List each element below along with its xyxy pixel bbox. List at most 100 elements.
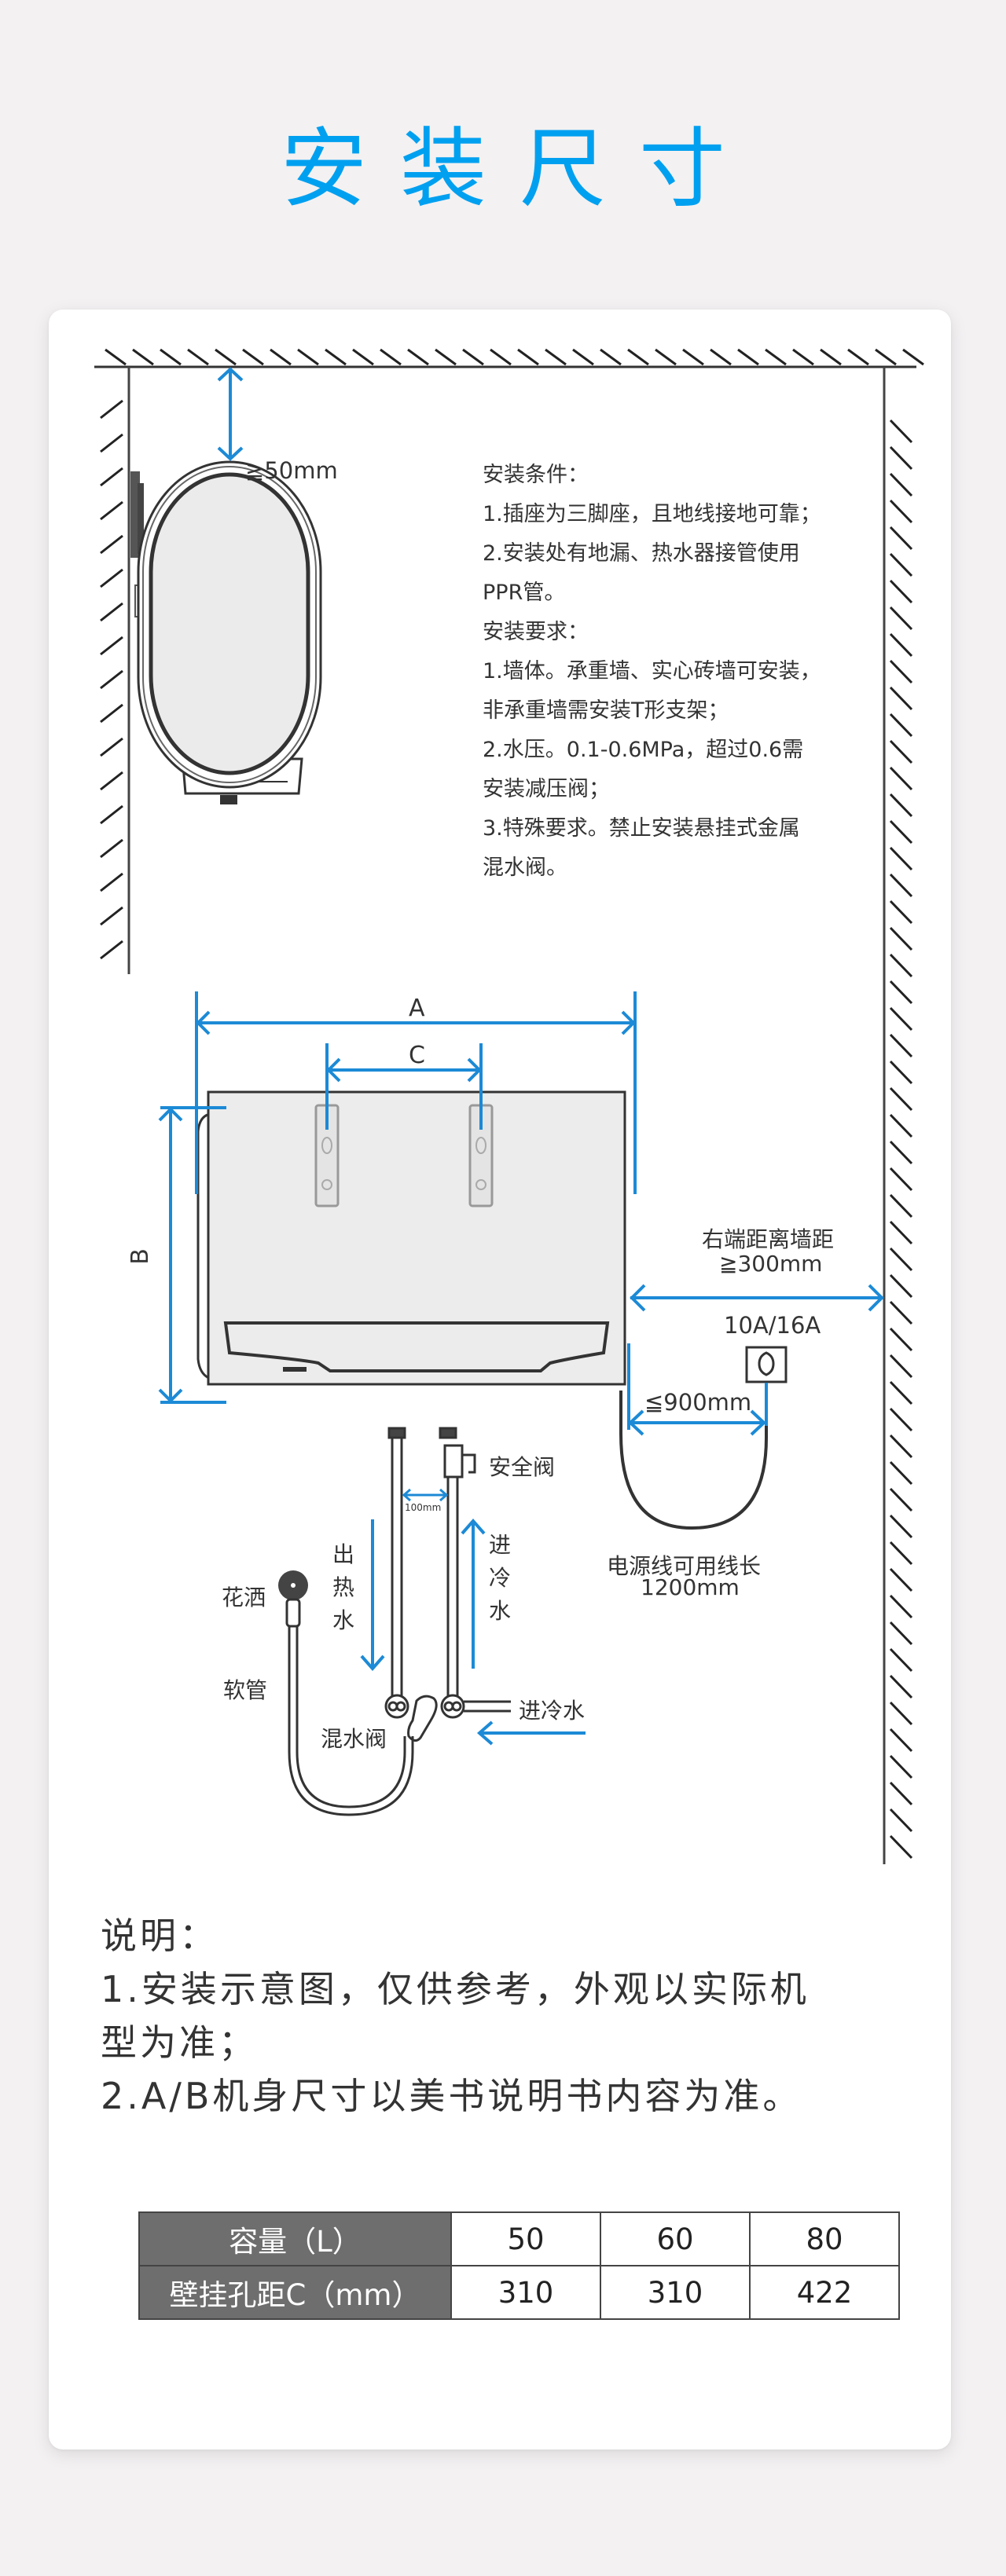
table-cell: 422 [749,2265,900,2320]
hatch-line [100,568,123,588]
install-notes: 安装条件： 1.插座为三脚座，且地线接地可靠； 2.安装处有地漏、热水器接管使用… [483,456,891,888]
pipe-spacing-label: 100mm [405,1502,442,1513]
explanation-line: 1.安装示意图，仅供参考，外观以实际机 [101,1968,810,2010]
explanation: 说明： 1.安装示意图，仅供参考，外观以实际机 型为准； 2.A/B机身尺寸以美… [101,1909,918,2123]
hatch-line [889,1113,913,1138]
shower-head-label: 花洒 [222,1585,266,1610]
hatch-line [889,1220,913,1245]
hatch-line [325,348,347,366]
requirement-item: 1.墙体。承重墙、实心砖墙可安装， [483,659,821,683]
dimension-a-label: A [409,995,425,1022]
hatch-line [889,1834,913,1860]
hatch-line [889,606,913,631]
hatch-line [490,348,512,366]
hatch-line [889,1327,913,1352]
hatch-line [242,348,264,366]
hatch-line [889,1781,913,1806]
hatch-line [600,348,622,366]
table-row: 壁挂孔距C（mm） 310 310 422 [138,2265,900,2320]
hatch-line [889,1701,913,1726]
hatch-line [297,348,319,366]
hatch-line [889,1247,913,1272]
mixing-valve-label: 混水阀 [321,1726,387,1752]
hatch-line [889,1541,913,1566]
row-header: 壁挂孔距C（mm） [138,2265,452,2320]
hatch-line [100,940,123,960]
table-row: 容量（L） 50 60 80 [138,2211,900,2266]
hatch-line [737,348,759,366]
water-pipes [384,1427,511,1742]
socket-icon [745,1346,788,1383]
hatch-line [792,348,814,366]
hatch-line [100,467,123,487]
side-view-heater [130,460,322,804]
top-clearance-arrow [217,367,244,461]
safety-valve-label: 安全阀 [489,1454,556,1480]
requirement-item: 2.水压。0.1-0.6MPa，超过0.6需 [483,738,804,762]
cord-length: 1200mm [641,1574,740,1600]
hatch-line [889,659,913,684]
dimension-b [158,1106,226,1404]
hatch-line [100,399,123,420]
hatch-line [889,1567,913,1592]
conditions-title: 安装条件： [483,463,589,487]
condition-item: 2.安装处有地漏、热水器接管使用 [483,541,800,566]
hatch-line [889,1060,913,1085]
right-clearance-value: ≧300mm [719,1251,823,1277]
hatch-line [100,838,123,859]
hatch-line [889,1728,913,1753]
dimension-c-label: C [409,1042,425,1069]
hatch-line [889,1754,913,1779]
hatch-line [889,1434,913,1459]
hatch-line [655,348,677,366]
hatch-line [545,348,567,366]
hatch-line [889,1006,913,1031]
table-cell: 310 [600,2265,751,2320]
hatch-line [889,1300,913,1325]
table-cell: 60 [600,2211,751,2266]
hatch-line [889,766,913,791]
hatch-line [215,348,237,366]
requirement-item: 混水阀。 [483,856,567,880]
table-cell: 80 [749,2211,900,2266]
hatch-line [889,900,913,925]
hatch-line [100,433,123,453]
requirements-title: 安装要求： [483,620,589,644]
hatch-line [889,1033,913,1058]
shower-hose [288,1626,414,1816]
hatch-line [889,499,913,524]
hatch-line [100,771,123,791]
socket-distance-label: ≦900mm [644,1389,752,1416]
hatch-line [889,1354,913,1379]
hatch-line [889,1594,913,1619]
socket-rating: 10A/16A [724,1312,821,1339]
hatch-line [889,739,913,764]
hatch-line [100,804,123,825]
hatch-line [407,348,429,366]
hatch-line [875,348,897,366]
hatch-line [710,348,732,366]
hatch-line [100,703,123,724]
hatch-line [889,472,913,497]
hot-water-arrow [360,1519,385,1672]
hatch-line [889,1086,913,1112]
hatch-line [100,602,123,622]
page-title: 安装尺寸 [281,119,758,219]
hatch-line [572,348,594,366]
hatch-line [100,500,123,521]
dimension-b-label: B [126,1248,154,1265]
hatch-line [889,526,913,551]
hatch-line [889,713,913,738]
right-clearance-label: 右端距离墙距 [702,1226,835,1252]
requirement-item: 3.特殊要求。禁止安装悬挂式金属 [483,816,800,841]
hatch-line [889,579,913,604]
hatch-line [100,872,123,892]
right-clearance-arrow [630,1284,884,1312]
hatch-line [889,1167,913,1192]
hatch-line [820,348,842,366]
top-clearance-label: ≧50mm [245,457,338,484]
power-cord [619,1391,768,1530]
hatch-line [889,1487,913,1512]
cold-water-in-vertical-label: 进冷水 [489,1532,512,1624]
hatch-line [380,348,402,366]
